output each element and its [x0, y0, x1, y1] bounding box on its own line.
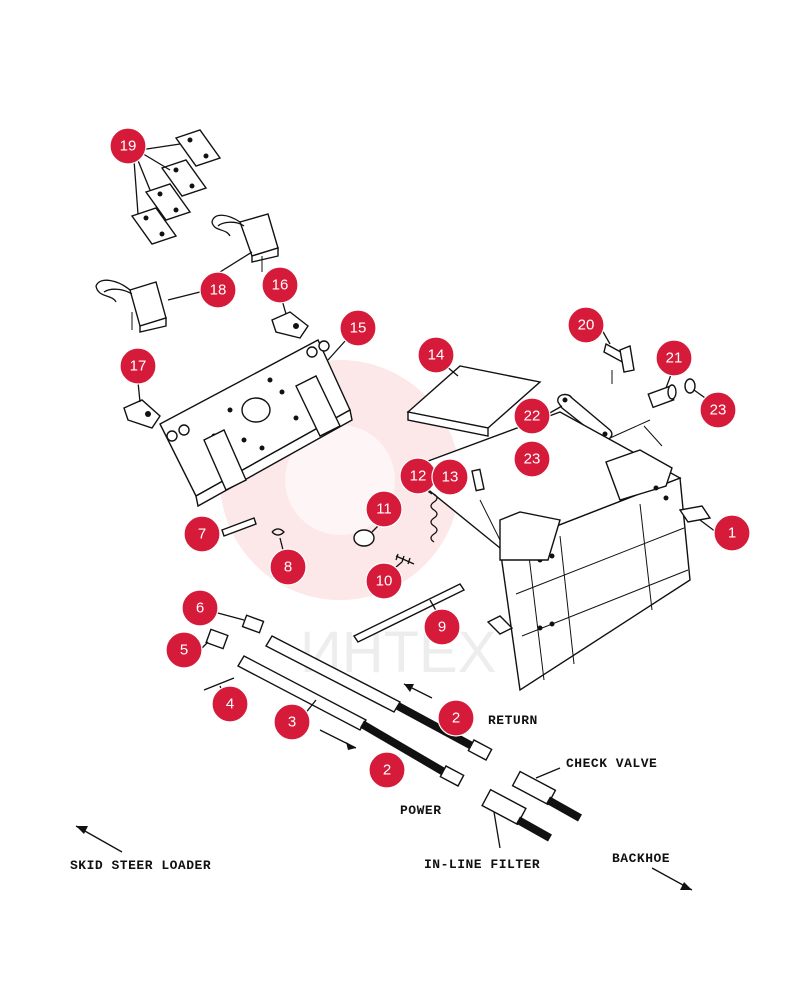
svg-text:14: 14 — [428, 347, 445, 364]
svg-text:17: 17 — [130, 358, 147, 375]
svg-text:1: 1 — [728, 525, 736, 542]
svg-text:18: 18 — [210, 282, 227, 299]
label-return: RETURN — [488, 713, 538, 728]
svg-text:7: 7 — [198, 526, 206, 543]
part-18-clamps — [95, 213, 279, 333]
svg-text:4: 4 — [226, 696, 234, 713]
svg-text:13: 13 — [442, 469, 459, 486]
callout-20: 20 — [567, 306, 605, 344]
callout-23-right: 23 — [699, 391, 737, 429]
part-4-pin — [203, 677, 235, 691]
svg-text:21: 21 — [666, 350, 683, 367]
svg-text:11: 11 — [376, 501, 392, 518]
arrow-skid-steer — [75, 825, 123, 853]
svg-text:2: 2 — [383, 762, 391, 779]
svg-text:15: 15 — [350, 320, 367, 337]
part-21-bushing — [647, 384, 677, 409]
part-8-clip — [271, 528, 285, 536]
part-9-rod — [352, 583, 466, 643]
callout-15: 15 — [339, 309, 377, 347]
callout-13: 13 — [431, 458, 469, 496]
callout-4: 4 — [211, 685, 249, 723]
svg-text:23: 23 — [524, 451, 541, 468]
callout-14: 14 — [417, 336, 455, 374]
arrow-return — [403, 683, 433, 699]
callout-2-lower: 2 — [368, 751, 406, 789]
label-power: POWER — [400, 803, 442, 818]
svg-text:23: 23 — [710, 402, 727, 419]
label-skid-steer-loader: SKID STEER LOADER — [70, 858, 211, 873]
svg-text:5: 5 — [180, 642, 188, 659]
callout-11: 11 — [365, 490, 403, 528]
part-16-bracket — [271, 311, 309, 339]
callout-5: 5 — [165, 631, 203, 669]
callout-6: 6 — [181, 589, 219, 627]
part-3-tubes — [237, 635, 401, 731]
part-5-fitting — [205, 628, 229, 650]
part-13-pin — [471, 468, 485, 492]
callout-1: 1 — [713, 514, 751, 552]
part-11-knob — [353, 529, 375, 547]
part-19-plates — [130, 129, 222, 245]
callout-17: 17 — [119, 347, 157, 385]
svg-text:6: 6 — [196, 600, 204, 617]
label-check-valve: CHECK VALVE — [566, 756, 657, 771]
part-12-spring — [430, 493, 438, 543]
callout-12: 12 — [399, 457, 437, 495]
callout-16: 16 — [261, 266, 299, 304]
part-10-bolt — [395, 553, 415, 565]
in-line-filter — [481, 788, 552, 842]
check-valve — [511, 770, 582, 822]
callout-21: 21 — [655, 339, 693, 377]
callout-8: 8 — [269, 548, 307, 586]
part-20-clip — [603, 342, 635, 373]
svg-text:2: 2 — [452, 710, 460, 727]
callout-22: 22 — [513, 397, 551, 435]
callout-3: 3 — [273, 703, 311, 741]
svg-text:9: 9 — [438, 619, 446, 636]
callout-19: 19 — [109, 127, 147, 165]
label-backhoe: BACKHOE — [612, 851, 670, 866]
part-14-pad — [406, 365, 542, 437]
part-15-mount-plate — [159, 339, 353, 508]
svg-text:22: 22 — [524, 408, 541, 425]
svg-text:19: 19 — [120, 138, 137, 155]
arrow-power — [319, 729, 357, 750]
callout-9: 9 — [423, 608, 461, 646]
arrow-backhoe — [651, 867, 693, 891]
part-17-bracket — [123, 399, 161, 429]
svg-text:10: 10 — [376, 573, 393, 590]
callout-7: 7 — [183, 515, 221, 553]
callout-18: 18 — [199, 271, 237, 309]
svg-text:16: 16 — [272, 277, 289, 294]
svg-text:12: 12 — [410, 468, 427, 485]
part-6-fitting — [241, 614, 265, 634]
label-in-line-filter: IN-LINE FILTER — [424, 857, 540, 872]
callout-23-left: 23 — [513, 440, 551, 478]
callout-2-upper: 2 — [437, 699, 475, 737]
callout-10: 10 — [365, 562, 403, 600]
part-2-hoses — [359, 702, 493, 787]
part-7-pin — [221, 517, 257, 537]
svg-text:20: 20 — [578, 317, 595, 334]
svg-text:8: 8 — [284, 559, 292, 576]
svg-text:3: 3 — [288, 714, 296, 731]
